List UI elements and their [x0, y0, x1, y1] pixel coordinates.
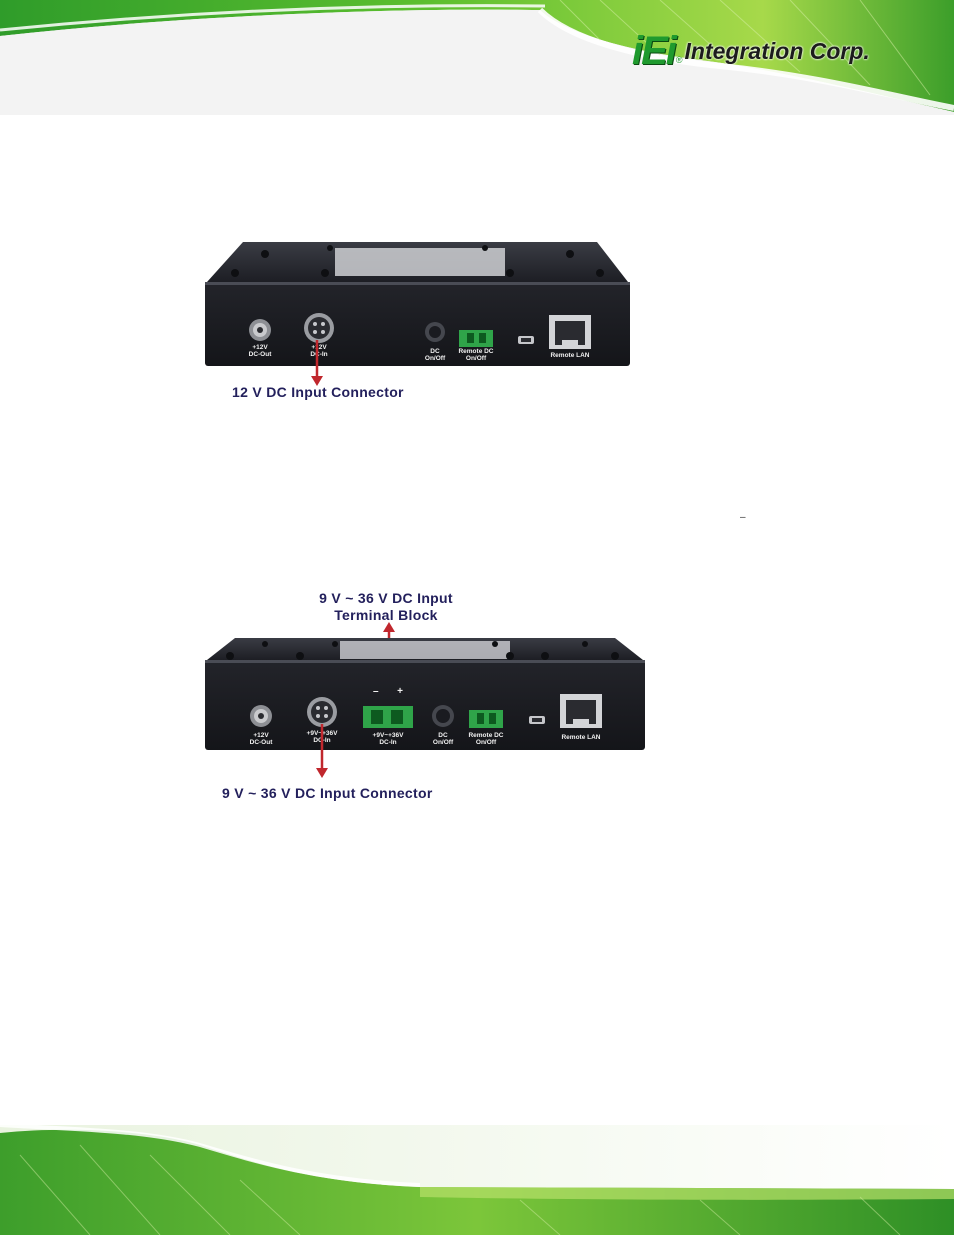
- header-banner: [0, 0, 954, 115]
- company-logo: iEi ® Integration Corp.: [632, 28, 870, 74]
- label-remote-dc-2-line1: Remote DC: [468, 732, 504, 739]
- label-remote-dc: Remote DC On/Off: [455, 348, 497, 362]
- label-remote-dc-line2: On/Off: [465, 355, 487, 362]
- arrow-9-36v-dc-input: [316, 724, 328, 778]
- label-dc-in-line1: +12V: [311, 344, 327, 351]
- label-terminal-dc-in-line1: +9V~+36V: [372, 732, 404, 739]
- label-dc-out-2-line1: +12V: [253, 732, 269, 739]
- label-dc-in-line2: DC-In: [310, 351, 328, 358]
- figure-12v-rear-panel: +12V DC-Out +12V DC-In DC On/Off Remote …: [205, 240, 630, 368]
- label-dc-out-2: +12V DC-Out: [243, 732, 279, 746]
- footer-banner: [0, 1125, 954, 1235]
- label-dc-onoff-2-line1: DC: [438, 732, 448, 739]
- device-photo-9-36v: [205, 638, 645, 750]
- callout-terminal-block-line1: 9 V ~ 36 V DC Input: [319, 590, 453, 606]
- device-photo-12v: [205, 242, 630, 366]
- label-dc-onoff-line1: DC: [430, 348, 440, 355]
- logo-mark: iEi: [632, 28, 677, 73]
- arrow-12v-dc-input: [311, 340, 323, 386]
- label-dc-onoff-2-line2: On/Off: [432, 739, 454, 746]
- label-dc-onoff-line2: On/Off: [424, 355, 446, 362]
- logo-registered-mark: ®: [675, 55, 683, 65]
- figure-9-36v-rear-panel: – + +12V DC-Out +9V~+36V DC-In +9V~+36V …: [205, 636, 645, 750]
- stray-mark: –: [740, 512, 746, 523]
- label-dc-onoff-2: DC On/Off: [425, 732, 461, 746]
- callout-terminal-block: 9 V ~ 36 V DC Input Terminal Block: [296, 590, 476, 624]
- label-terminal-plus: +: [397, 686, 403, 697]
- label-terminal-minus: –: [373, 686, 379, 697]
- label-dc-out: +12V DC-Out: [242, 344, 278, 358]
- label-dc-out-line1: +12V: [252, 344, 268, 351]
- label-remote-lan-2: Remote LAN: [561, 734, 601, 741]
- label-remote-dc-line1: Remote DC: [458, 348, 494, 355]
- callout-12v-dc-input-connector: 12 V DC Input Connector: [232, 384, 404, 400]
- logo-wordmark: Integration Corp.: [684, 37, 870, 64]
- label-dc-onoff: DC On/Off: [417, 348, 453, 362]
- label-dc-out-2-line2: DC-Out: [249, 739, 273, 746]
- label-terminal-dc-in: +9V~+36V DC-In: [365, 732, 411, 746]
- label-remote-lan: Remote LAN: [550, 352, 590, 359]
- label-dc-out-line2: DC-Out: [248, 351, 272, 358]
- label-remote-dc-2: Remote DC On/Off: [465, 732, 507, 746]
- label-terminal-polarity: – +: [373, 686, 403, 697]
- label-dc-in: +12V DC-In: [301, 344, 337, 358]
- callout-9-36v-dc-input-connector: 9 V ~ 36 V DC Input Connector: [222, 785, 433, 801]
- label-terminal-dc-in-line2: DC-In: [379, 739, 397, 746]
- label-remote-dc-2-line2: On/Off: [475, 739, 497, 746]
- callout-terminal-block-line2: Terminal Block: [334, 607, 438, 623]
